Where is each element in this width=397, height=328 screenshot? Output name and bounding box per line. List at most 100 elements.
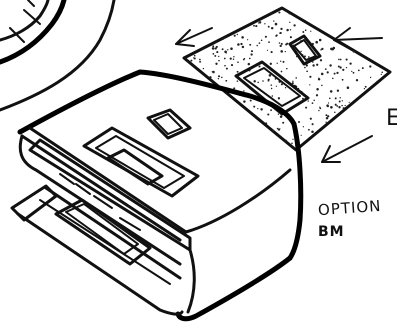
stipple-dot <box>249 99 252 102</box>
stipple-dot <box>334 111 336 114</box>
stipple-dot <box>336 71 339 75</box>
stipple-dot <box>280 42 283 45</box>
stipple-dot <box>211 71 213 73</box>
stipple-dot <box>225 79 228 82</box>
stipple-dot <box>258 65 261 68</box>
stipple-dot <box>325 117 329 120</box>
stipple-dot <box>330 47 333 51</box>
stipple-dot <box>284 50 286 53</box>
stipple-dot <box>193 57 195 59</box>
stipple-dot <box>284 87 287 89</box>
stipple-dot <box>270 109 272 112</box>
stipple-dot <box>325 121 327 123</box>
stipple-dot <box>268 41 270 43</box>
stipple-dot <box>345 66 348 69</box>
stipple-dot <box>289 36 292 39</box>
stipple-dot <box>315 94 319 97</box>
stipple-dot <box>253 80 256 83</box>
stipple-dot <box>291 142 293 145</box>
stipple-dot <box>280 60 282 62</box>
stipple-dot <box>264 35 267 38</box>
stipple-dot <box>199 58 201 61</box>
stipple-dot <box>276 127 279 130</box>
stipple-dot <box>309 117 312 120</box>
stipple-dot <box>214 47 217 50</box>
stipple-dot <box>267 113 270 116</box>
stipple-dot <box>225 67 228 70</box>
stipple-dot <box>274 22 278 26</box>
stipple-dot <box>227 49 229 51</box>
stipple-dot <box>275 85 278 87</box>
stipple-dot <box>326 71 329 74</box>
stipple-dot <box>336 89 340 92</box>
stipple-dot <box>241 36 244 39</box>
stipple-dot <box>319 59 323 62</box>
stipple-dot <box>318 38 322 42</box>
stipple-dot <box>275 34 278 37</box>
stipple-dot <box>260 39 263 42</box>
stipple-dot <box>280 50 283 53</box>
stipple-dot <box>339 97 341 99</box>
tray-stipple-texture <box>190 11 383 147</box>
stipple-dot <box>233 56 235 58</box>
stipple-dot <box>326 104 329 107</box>
stipple-dot <box>202 67 205 70</box>
stipple-dot <box>279 115 283 118</box>
stipple-dot <box>318 109 320 112</box>
stipple-dot <box>308 128 310 131</box>
stipple-dot <box>202 48 205 50</box>
stipple-dot <box>247 62 251 66</box>
stipple-dot <box>193 54 196 57</box>
stipple-dot <box>257 81 259 84</box>
stipple-dot <box>253 24 255 27</box>
stipple-dot <box>355 79 359 82</box>
stipple-dot <box>229 57 232 60</box>
stipple-dot <box>305 106 308 109</box>
stipple-dot <box>280 83 283 86</box>
stipple-dot <box>223 57 226 60</box>
stipple-dot <box>320 49 322 51</box>
stipple-dot <box>352 71 355 74</box>
stipple-dot <box>305 64 308 67</box>
stipple-dot <box>267 78 270 81</box>
stipple-dot <box>381 71 383 73</box>
main-device-sketch <box>10 69 304 322</box>
stipple-dot <box>341 100 343 102</box>
stipple-dot <box>300 50 302 53</box>
stipple-dot <box>233 34 236 37</box>
stipple-dot <box>255 25 258 28</box>
stipple-dot <box>212 45 215 48</box>
stipple-dot <box>311 130 314 133</box>
stipple-dot <box>264 23 266 25</box>
stipple-dot <box>300 134 302 136</box>
annotation-option-sub: BM <box>318 224 345 240</box>
arrow-left-top <box>175 27 213 47</box>
stipple-dot <box>313 99 315 102</box>
stipple-dot <box>302 126 305 128</box>
stipple-dot <box>212 53 215 55</box>
stipple-dot <box>302 31 305 33</box>
stipple-dot <box>346 86 350 89</box>
stipple-dot <box>271 129 275 132</box>
stipple-dot <box>369 65 372 68</box>
stipple-dot <box>276 62 278 64</box>
stipple-dot <box>268 74 272 77</box>
stipple-dot <box>236 33 238 36</box>
stipple-dot <box>295 77 298 79</box>
stipple-dot <box>211 47 215 50</box>
accessory-tray-sketch <box>182 6 392 152</box>
stipple-dot <box>311 123 314 126</box>
stipple-dot <box>278 11 281 14</box>
stipple-dot <box>199 60 202 63</box>
stipple-dot <box>249 43 252 46</box>
stipple-dot <box>236 70 239 73</box>
stipple-dot <box>338 58 340 61</box>
stipple-dot <box>298 121 300 123</box>
stipple-dot <box>270 87 273 90</box>
stipple-dot <box>339 66 342 69</box>
stipple-dot <box>363 88 366 90</box>
stipple-dot <box>289 29 292 31</box>
stipple-dot <box>221 38 224 40</box>
stipple-dot <box>348 101 350 103</box>
stipple-dot <box>258 42 261 44</box>
